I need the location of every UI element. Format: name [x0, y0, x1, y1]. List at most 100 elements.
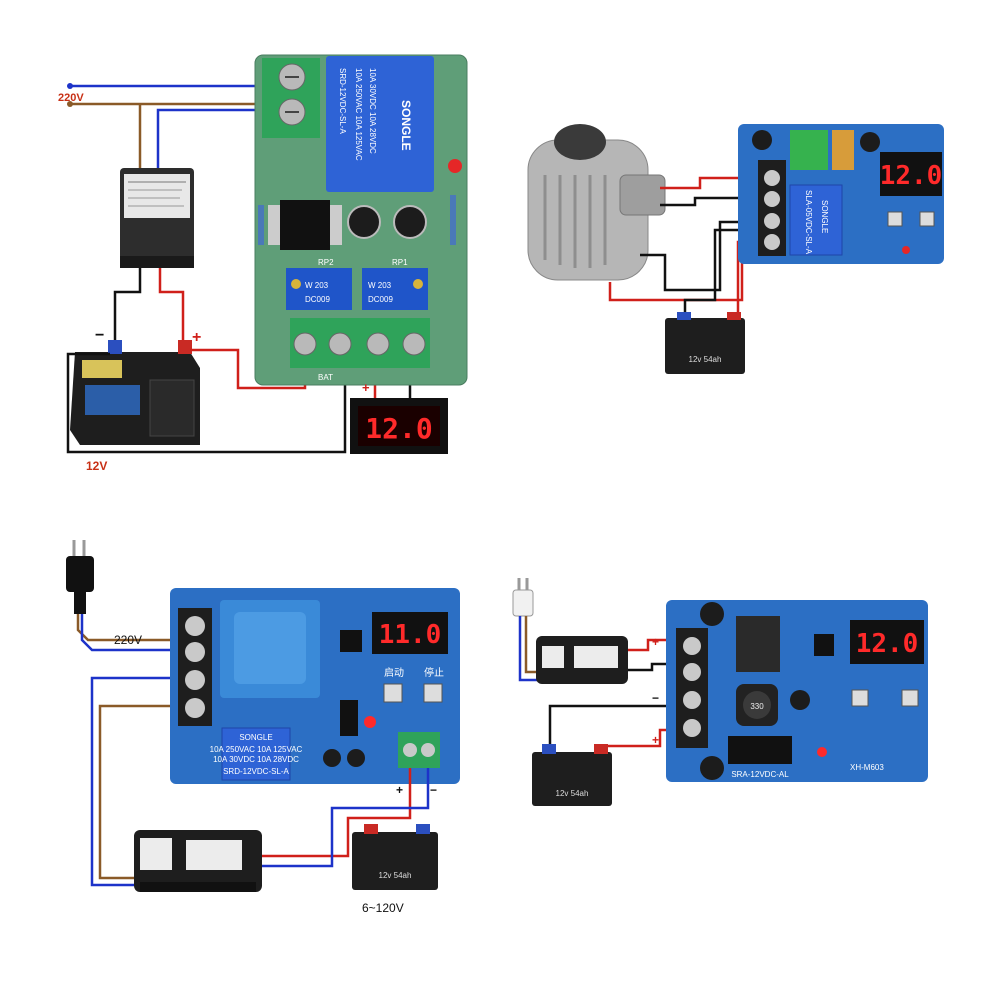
voltmeter-reading: 12.0 [880, 161, 943, 191]
adapter-neg-wire [262, 768, 430, 868]
ic-chip [814, 634, 834, 656]
relay-rating-dc: 10A 30VDC 10A 28VDC [213, 755, 299, 764]
panel-1-relay-charger: 220V − + 12V [58, 54, 468, 473]
pot2-code2: DC009 [305, 295, 330, 304]
transformer-feed-blue [156, 108, 265, 170]
mains-blue-wire [80, 614, 175, 652]
board-plus-mark: + [396, 783, 403, 797]
battery-pos-terminal [178, 340, 192, 354]
ic-socket-pins [268, 205, 280, 245]
start-button[interactable] [383, 683, 403, 703]
battery-top-label [82, 360, 122, 378]
indicator-led [817, 747, 827, 757]
screw-icon [328, 332, 352, 356]
relay-brand: SONGLE [820, 200, 829, 233]
start-button[interactable] [851, 689, 869, 707]
capacitor [752, 130, 772, 150]
car-battery [352, 832, 438, 890]
screw-icon [185, 670, 205, 690]
battery-pos-terminal [727, 312, 741, 320]
screw-icon [421, 743, 435, 757]
mains-brown-wire [524, 616, 538, 674]
inductor-core [743, 691, 771, 719]
relay-module [221, 727, 291, 781]
plug-cable-sleeve [74, 592, 86, 614]
screw-icon [366, 332, 390, 356]
relay-rating-dc: 10A 30VDC 10A 28VDC [368, 68, 377, 154]
mains-label: 220V [114, 633, 142, 647]
inductor-label: 330 [750, 702, 764, 711]
battery-voltage-label: 12V [86, 459, 107, 473]
relay-module [728, 736, 792, 764]
adapter-blue-wire [90, 676, 175, 887]
alternator-pos-wire [660, 176, 760, 190]
battery-label: 12v 54ah [379, 871, 412, 880]
screw-icon [764, 170, 780, 186]
regulator-ic [736, 616, 780, 672]
mains-label: 220V [58, 92, 84, 104]
screw-icon [764, 191, 780, 207]
capacitor [347, 749, 365, 767]
relay-module [789, 184, 843, 256]
heatsink [790, 130, 828, 170]
voltmeter-reading: 11.0 [379, 620, 442, 650]
start-label: 启动 [384, 666, 404, 679]
pot2-label: RP2 [318, 258, 334, 267]
stop-button[interactable] [423, 683, 443, 703]
battery-pos-terminal [364, 824, 378, 834]
resistor [450, 195, 456, 245]
start-button[interactable] [887, 211, 903, 227]
screw-icon [683, 663, 701, 681]
battery-neg-terminal [108, 340, 122, 354]
adapter-base [140, 882, 256, 892]
adapter-label-plate [186, 840, 242, 870]
voltmeter-display [850, 620, 924, 664]
screw-icon [764, 234, 780, 250]
stop-label: 停止 [424, 666, 444, 679]
adapter-socket [140, 838, 172, 870]
indicator-led [364, 716, 376, 728]
alternator-fins [543, 175, 607, 268]
pot1-label: RP1 [392, 258, 408, 267]
capacitor [860, 132, 880, 152]
mains-plug [66, 556, 94, 592]
adapter-label-plate [574, 646, 618, 668]
relay-brand: SONGLE [399, 100, 413, 151]
alternator-neg-wire [660, 196, 760, 207]
pot1-code: W 203 [368, 281, 392, 290]
transformer-neg-wire [113, 268, 142, 340]
screw-icon [764, 213, 780, 229]
screw-icon [402, 332, 426, 356]
panel-4-xh-m603-charger: + − + 330 12.0 SRA-12VDC-AL XH-M603 12v [512, 578, 928, 806]
indicator-led [448, 159, 462, 173]
trim-screw-icon [291, 279, 301, 289]
adapter-socket [542, 646, 564, 668]
screw-icon [683, 637, 701, 655]
screw-icon [185, 698, 205, 718]
ic-chip [280, 200, 330, 250]
stop-button[interactable] [919, 211, 935, 227]
pot1-code2: DC009 [368, 295, 393, 304]
battery-neg-terminal [416, 824, 430, 834]
capacitor [700, 602, 724, 626]
terminal-bat-label: BAT [318, 373, 333, 382]
capacitor [790, 690, 810, 710]
transformer-base [120, 256, 194, 268]
display-plus-mark: + [362, 380, 370, 395]
car-battery [532, 752, 612, 806]
screw-icon [293, 332, 317, 356]
transistor [340, 700, 358, 736]
stop-button[interactable] [901, 689, 919, 707]
battery-side-grille [149, 379, 195, 437]
battery-label: 12v 54ah [556, 789, 589, 798]
voltmeter-display [372, 612, 448, 654]
voltmeter-reading: 12.0 [856, 629, 919, 659]
battery-neg-terminal [542, 744, 556, 754]
board-minus-mark: − [430, 783, 437, 797]
battery-minus-mark: − [95, 327, 104, 344]
battery-plus-mark: + [652, 733, 659, 747]
mains-plug [512, 589, 534, 617]
battery-neg-terminal [677, 312, 691, 320]
transformer-label-plate [124, 174, 190, 218]
battery-pos-terminal [594, 744, 608, 754]
